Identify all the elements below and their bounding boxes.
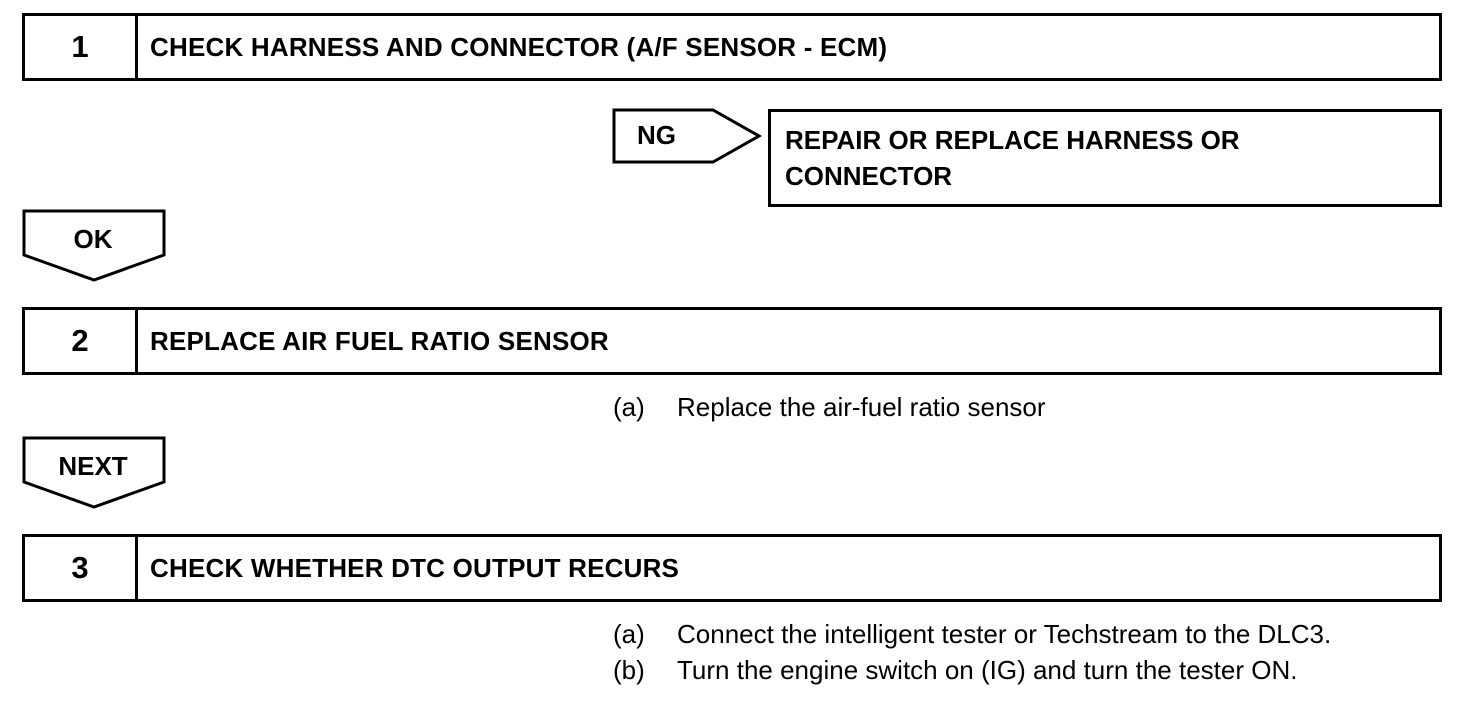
instruction-item: (b) Turn the engine switch on (IG) and tu… [613, 655, 1297, 686]
instruction-item: (a) Connect the intelligent tester or Tec… [613, 619, 1331, 650]
step-number: 2 [25, 310, 138, 372]
step-3-box: 3 CHECK WHETHER DTC OUTPUT RECURS [22, 534, 1442, 602]
step-title: CHECK HARNESS AND CONNECTOR (A/F SENSOR … [150, 31, 888, 62]
step-title: CHECK WHETHER DTC OUTPUT RECURS [150, 552, 680, 583]
ok-arrow: OK [22, 209, 168, 283]
instruction-text: Turn the engine switch on (IG) and turn … [677, 655, 1298, 685]
step-title: REPLACE AIR FUEL RATIO SENSOR [150, 325, 609, 356]
instruction-text: Connect the intelligent tester or Techst… [677, 619, 1332, 649]
instruction-item: (a) Replace the air-fuel ratio sensor [613, 392, 1046, 423]
ok-arrow-shape [22, 209, 166, 282]
ng-arrow-shape [612, 108, 763, 164]
step-1-box: 1 CHECK HARNESS AND CONNECTOR (A/F SENSO… [22, 13, 1442, 81]
next-arrow-shape [22, 436, 166, 509]
next-arrow: NEXT [22, 436, 168, 510]
ng-action-box: REPAIR OR REPLACE HARNESS OR CONNECTOR [768, 109, 1442, 207]
instruction-marker: (a) [613, 619, 645, 649]
step-number: 3 [25, 537, 138, 599]
instruction-marker: (b) [613, 655, 645, 685]
instruction-text: Replace the air-fuel ratio sensor [677, 392, 1046, 422]
step-2-box: 2 REPLACE AIR FUEL RATIO SENSOR [22, 307, 1442, 375]
ng-action-line-1: REPAIR OR REPLACE HARNESS OR [785, 125, 1240, 155]
instruction-marker: (a) [613, 392, 645, 422]
ng-arrow: NG [611, 107, 763, 165]
step-number: 1 [25, 16, 138, 78]
next-label: NEXT [58, 451, 128, 481]
ng-label: NG [637, 120, 676, 150]
ok-label: OK [73, 224, 113, 254]
ng-action-line-2: CONNECTOR [785, 161, 953, 191]
